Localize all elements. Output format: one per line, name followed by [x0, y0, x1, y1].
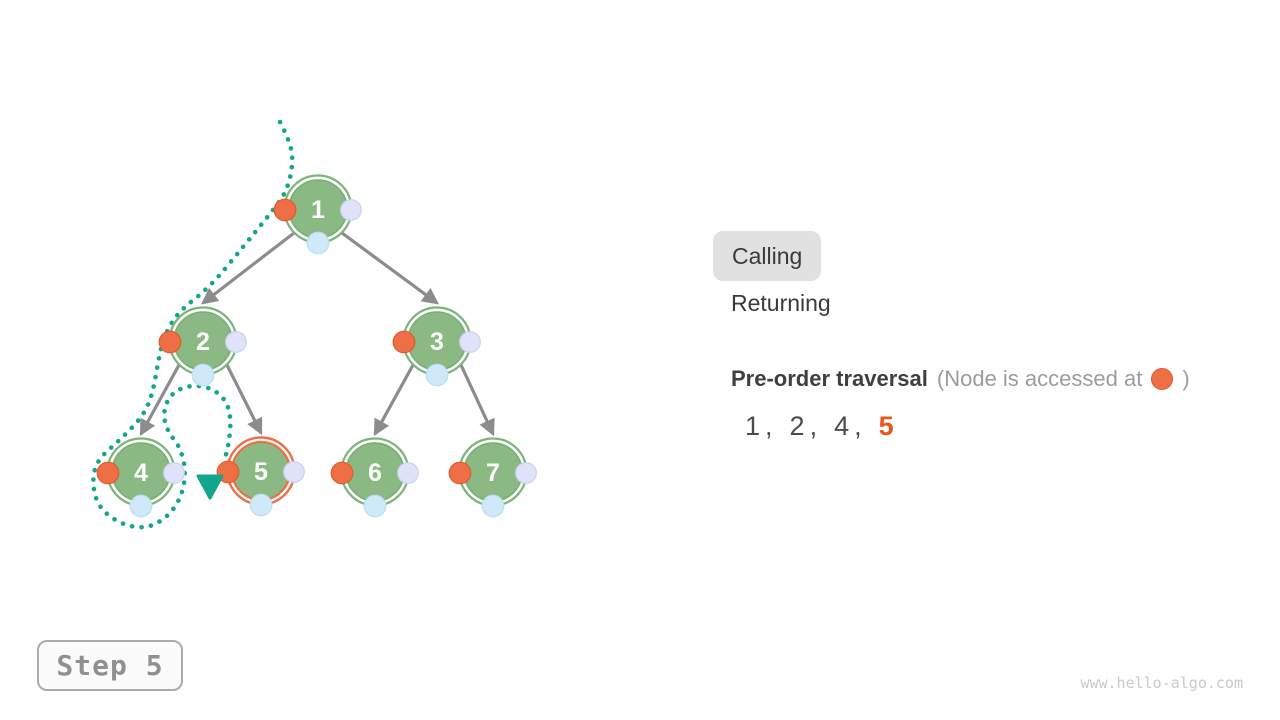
tree-node-5: 5 [216, 436, 305, 517]
tree-edge [139, 364, 181, 437]
traversal-note-prefix: (Node is accessed at [936, 366, 1143, 391]
access-dot-post-icon [163, 462, 185, 484]
node-label: 6 [368, 459, 382, 487]
access-dot-pre-icon [330, 461, 354, 485]
accessed-dot-icon [1151, 368, 1174, 390]
step-indicator[interactable]: Step 5 [37, 640, 183, 691]
tree-edge [341, 231, 440, 305]
access-dot-in-icon [306, 231, 330, 255]
tree-node-4: 4 [96, 437, 185, 518]
sequence-comma: , [765, 411, 773, 441]
traversal-title: Pre-order traversal [731, 366, 928, 391]
access-dot-in-icon [129, 494, 153, 518]
legend-calling-chip[interactable]: Calling [713, 231, 822, 281]
legend-returning-label[interactable]: Returning [731, 290, 831, 316]
access-dot-post-icon [397, 462, 419, 484]
access-dot-post-icon [459, 331, 481, 353]
access-dot-post-icon [225, 331, 247, 353]
tree-edge [225, 364, 263, 436]
tree-node-6: 6 [330, 437, 419, 518]
traversal-note-suffix: ) [1182, 366, 1190, 391]
traversal-path [91, 119, 295, 530]
node-label: 4 [134, 459, 148, 487]
access-dot-post-icon [340, 199, 362, 221]
sequence-value: 2 [789, 411, 805, 441]
access-dot-pre-icon [273, 198, 297, 222]
sequence-value: 4 [834, 411, 850, 441]
access-dot-pre-icon [158, 330, 182, 354]
access-dot-in-icon [363, 494, 387, 518]
access-dot-in-icon [249, 493, 273, 517]
tree-edge [201, 231, 295, 305]
access-dot-pre-icon [392, 330, 416, 354]
access-dot-pre-icon [448, 461, 472, 485]
traversal-sequence: 1,2,4,5 [745, 411, 894, 442]
tree-node-3: 3 [392, 306, 481, 387]
node-label: 5 [254, 458, 268, 486]
tree-node-1: 1 [273, 174, 362, 255]
access-dot-in-icon [425, 363, 449, 387]
sequence-value: 5 [878, 411, 894, 441]
sequence-comma: , [854, 411, 862, 441]
sequence-value: 1 [745, 411, 761, 441]
access-dot-in-icon [191, 363, 215, 387]
traversal-note: (Node is accessed at ) [937, 366, 1190, 392]
traversal-header: Pre-order traversal (Node is accessed at… [731, 366, 1190, 392]
tree-edge [459, 364, 495, 437]
access-dot-pre-icon [96, 461, 120, 485]
node-label: 2 [196, 328, 210, 356]
sequence-comma: , [809, 411, 818, 441]
access-dot-post-icon [283, 461, 305, 483]
node-label: 7 [486, 459, 500, 487]
node-label: 3 [430, 328, 444, 356]
tree-node-7: 7 [448, 437, 537, 518]
tree-edge [373, 364, 415, 437]
node-label: 1 [311, 196, 325, 224]
access-dot-in-icon [481, 494, 505, 518]
current-pointer-icon [196, 474, 224, 500]
tree-node-2: 2 [158, 306, 247, 387]
access-dot-post-icon [515, 462, 537, 484]
watermark: www.hello-algo.com [1080, 674, 1243, 692]
